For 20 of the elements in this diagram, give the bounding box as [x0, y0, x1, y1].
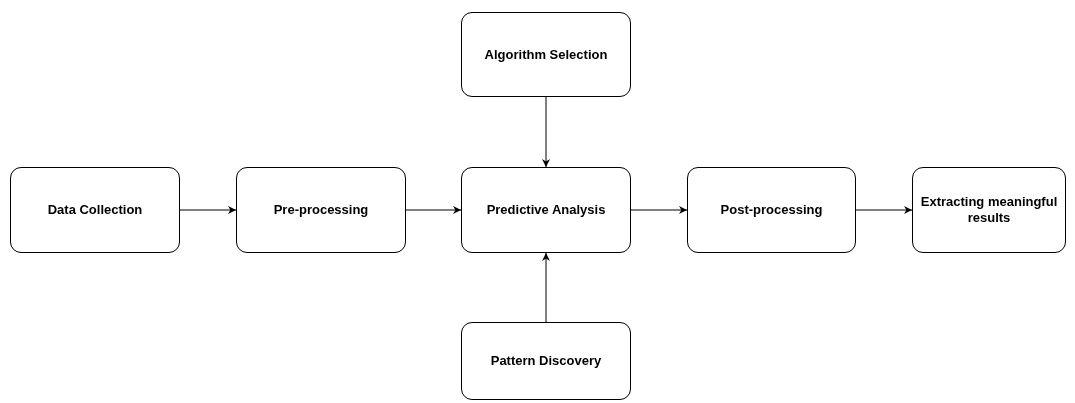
process-box [461, 12, 631, 97]
box-label: Extracting meaningful results [919, 194, 1059, 226]
box-label: Post-processing [720, 202, 823, 218]
arrow [542, 252, 550, 323]
arrow [855, 206, 913, 214]
box-label: Algorithm Selection [484, 46, 608, 63]
process-box [461, 322, 631, 400]
process-box [461, 167, 631, 253]
box-label: Data Collection [47, 202, 143, 218]
arrow [405, 206, 462, 214]
process-box [10, 167, 180, 253]
process-box [236, 167, 406, 253]
box-label: Predictive Analysis [486, 202, 606, 218]
process-box [687, 167, 856, 253]
process-box [912, 167, 1066, 253]
arrow [179, 206, 237, 214]
box-label: Pre-processing [273, 202, 369, 218]
arrow [630, 206, 688, 214]
box-label: Pattern Discovery [490, 353, 602, 369]
arrow [542, 96, 550, 168]
